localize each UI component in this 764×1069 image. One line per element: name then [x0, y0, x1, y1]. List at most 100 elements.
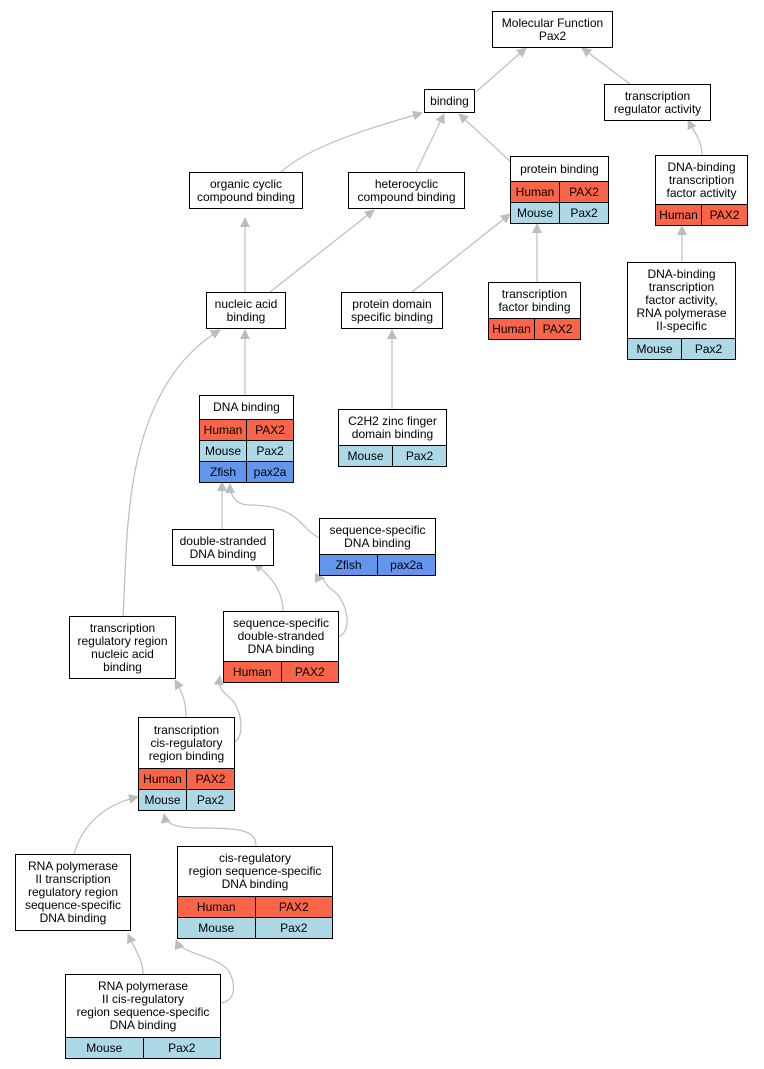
node-title: binding — [430, 93, 469, 108]
annotation-row: Mouse Pax2 — [339, 445, 446, 466]
gene-label: Pax2 — [559, 203, 608, 223]
edge-tr-region-na-to-nucleic-acid — [122, 329, 221, 618]
node-title: protein domain specific binding — [350, 296, 434, 324]
organism-label: Zfish — [335, 558, 362, 572]
annotation-row: Human PAX2 — [200, 419, 293, 440]
node-nucleic-acid-binding[interactable]: nucleic acid binding — [206, 292, 286, 329]
edge-pol2-cis-reg-to-cis-reg — [174, 939, 235, 1004]
node-dna-binding[interactable]: DNA binding Human PAX2 Mouse Pax2 Zfish … — [199, 395, 294, 483]
annotation-row: Zfish pax2a — [200, 461, 293, 482]
organism-label: Human — [515, 185, 555, 199]
node-protein-domain-specific-binding[interactable]: protein domain specific binding — [341, 292, 443, 329]
edge-tcr-binding-to-ss-ds-dna — [213, 675, 242, 743]
node-molecular-function[interactable]: Molecular Function Pax2 — [492, 11, 613, 48]
edge-ss-ds-dna-to-ds-dna — [253, 562, 284, 613]
node-title: double-stranded DNA binding — [179, 533, 267, 561]
organism-label: Human — [659, 208, 698, 222]
node-c2h2-zinc-finger-domain-binding[interactable]: C2H2 zinc finger domain binding Mouse Pa… — [338, 409, 447, 467]
edge-ss-ds-dna-to-ss-dna — [314, 573, 348, 638]
node-transcription-regulator-activity[interactable]: transcription regulator activity — [604, 84, 711, 121]
node-pol2-cis-regulatory-region-ssdna-binding[interactable]: RNA polymerase II cis-regulatory region … — [65, 974, 221, 1059]
annotation-row: Mouse Pax2 — [628, 338, 735, 359]
node-title: transcription regulatory region nucleic … — [77, 620, 168, 674]
organism-label: Human — [143, 772, 182, 786]
node-title: sequence-specific double-stranded DNA bi… — [232, 616, 330, 656]
node-title: organic cyclic compound binding — [196, 176, 296, 204]
annotation-row: Zfish pax2a — [320, 554, 435, 575]
organism-label: Human — [203, 423, 243, 437]
organism-label: Mouse — [198, 921, 235, 935]
node-title: sequence-specific DNA binding — [329, 522, 426, 550]
node-double-stranded-dna-binding[interactable]: double-stranded DNA binding — [172, 529, 274, 566]
node-sequence-specific-ds-dna-binding[interactable]: sequence-specific double-stranded DNA bi… — [223, 611, 339, 683]
edge-ss-dna-to-dna-binding — [225, 483, 321, 539]
organism-label: Mouse — [204, 444, 242, 458]
annotation-row: Mouse Pax2 — [66, 1037, 220, 1058]
node-protein-binding[interactable]: protein binding Human PAX2 Mouse Pax2 — [510, 156, 609, 224]
annotation-row: Human PAX2 — [511, 181, 608, 202]
gene-label: PAX2 — [186, 769, 234, 789]
organism-label: Mouse — [86, 1041, 123, 1055]
edge-organic-cyclic-to-binding — [280, 110, 423, 173]
organism-label: Mouse — [636, 342, 673, 356]
gene-label: Pax2 — [392, 446, 446, 466]
organism-label: Mouse — [144, 793, 181, 807]
annotation-row: Human PAX2 — [224, 661, 338, 682]
annotation-row: Human PAX2 — [489, 318, 580, 339]
node-title: Molecular Function Pax2 — [501, 15, 604, 43]
annotation-row: Mouse Pax2 — [200, 440, 293, 461]
node-title: transcription cis-regulatory region bind… — [148, 722, 225, 763]
gene-label: PAX2 — [534, 319, 580, 339]
node-dna-binding-tf-activity[interactable]: DNA-binding transcription factor activit… — [655, 155, 748, 226]
node-organic-cyclic-compound-binding[interactable]: organic cyclic compound binding — [189, 172, 303, 209]
annotation-row: Mouse Pax2 — [511, 202, 608, 223]
node-sequence-specific-dna-binding[interactable]: sequence-specific DNA binding Zfish pax2… — [319, 518, 436, 576]
edge-protein-binding-to-binding — [458, 113, 512, 163]
organism-label: Human — [232, 665, 272, 679]
gene-label: PAX2 — [559, 182, 608, 202]
annotation-row: Human PAX2 — [139, 768, 234, 789]
organism-label: Zfish — [209, 465, 236, 479]
node-title: RNA polymerase II transcription regulato… — [24, 859, 122, 925]
edge-binding-to-molecular-function — [475, 47, 527, 93]
gene-label: Pax2 — [681, 339, 735, 359]
edge-transcription-regulator-to-molecular-function — [581, 47, 631, 85]
gene-label: Pax2 — [254, 918, 333, 938]
node-title: DNA binding — [213, 400, 280, 414]
annotation-row: Human PAX2 — [178, 896, 332, 917]
edge-pol2-cis-reg-to-pol2-tr-region — [127, 933, 144, 975]
annotation-row: Human PAX2 — [656, 204, 747, 225]
node-title: DNA-binding transcription factor activit… — [636, 267, 727, 333]
edge-protein-domain-to-protein-binding — [411, 213, 511, 293]
edge-cis-reg-to-tcr-binding — [160, 813, 257, 847]
node-pol2-transcription-regulatory-region-ssdna-binding[interactable]: RNA polymerase II transcription regulato… — [15, 854, 131, 931]
gene-label: PAX2 — [254, 897, 333, 917]
node-title: heterocyclic compound binding — [357, 176, 456, 204]
gene-label: pax2a — [377, 555, 435, 575]
node-cis-regulatory-region-ssdna-binding[interactable]: cis-regulatory region sequence-specific … — [177, 846, 333, 939]
node-title: RNA polymerase II cis-regulatory region … — [76, 979, 210, 1032]
node-title: DNA-binding transcription factor activit… — [666, 159, 737, 200]
node-title: C2H2 zinc finger domain binding — [348, 413, 437, 441]
node-transcription-factor-binding[interactable]: transcription factor binding Human PAX2 — [488, 282, 581, 340]
edge-pol2-tr-region-to-tcr-binding — [73, 793, 139, 856]
edge-heterocyclic-to-binding — [415, 113, 445, 173]
node-binding[interactable]: binding — [424, 89, 475, 113]
node-transcription-regulatory-region-na-binding[interactable]: transcription regulatory region nucleic … — [69, 616, 176, 679]
edge-tcr-binding-to-tr-region-na — [174, 679, 187, 719]
node-dna-binding-tf-activity-pol2[interactable]: DNA-binding transcription factor activit… — [627, 262, 736, 360]
gene-label: Pax2 — [246, 441, 293, 461]
node-title: cis-regulatory region sequence-specific … — [188, 851, 322, 891]
node-title: nucleic acid binding — [214, 296, 278, 324]
node-title: transcription regulator activity — [613, 88, 702, 116]
annotation-row: Mouse Pax2 — [139, 789, 234, 810]
node-title: transcription factor binding — [498, 286, 571, 314]
organism-label: Human — [196, 900, 236, 914]
gene-label: PAX2 — [280, 662, 339, 682]
node-transcription-cis-regulatory-region-binding[interactable]: transcription cis-regulatory region bind… — [138, 717, 235, 811]
node-heterocyclic-compound-binding[interactable]: heterocyclic compound binding — [348, 172, 465, 209]
gene-label: pax2a — [246, 462, 293, 482]
node-title: protein binding — [520, 161, 599, 176]
edge-dna-binding-tf-to-transcription-regulator — [687, 119, 703, 157]
